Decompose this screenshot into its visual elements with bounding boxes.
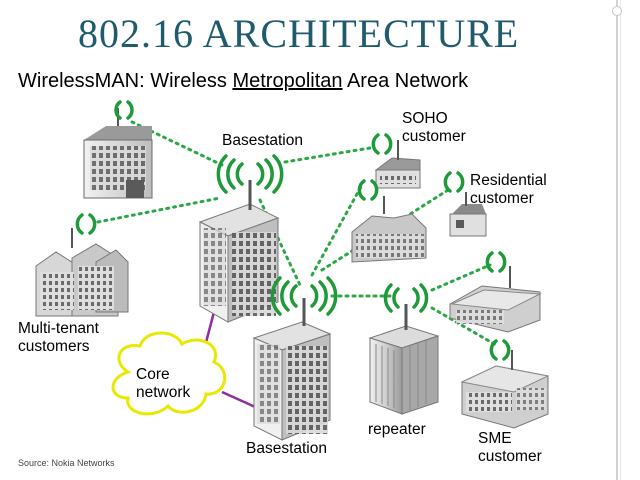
soho-label-line1: SOHO bbox=[402, 110, 448, 127]
signal-factory-icon bbox=[485, 251, 507, 273]
sme-building bbox=[460, 350, 550, 429]
soho-label-line2: customer bbox=[402, 128, 466, 145]
slide-border-right bbox=[616, 0, 618, 480]
link-multitenant-to-basestation bbox=[96, 196, 222, 224]
wireless-links bbox=[96, 120, 498, 347]
residential-label-line2: customer bbox=[470, 190, 534, 207]
slide-border-ornament bbox=[612, 6, 622, 16]
house-building bbox=[351, 196, 427, 263]
link-basestation-to-soho bbox=[283, 146, 372, 164]
core-network-label-line2: network bbox=[136, 384, 191, 401]
signal-residential-icon bbox=[443, 171, 465, 193]
sme-label-line2: customer bbox=[478, 448, 542, 465]
residential-house bbox=[449, 192, 487, 237]
signal-basestation-bottom-icon bbox=[270, 276, 338, 316]
factory-building bbox=[449, 266, 542, 333]
core-network-label-line1: Core bbox=[136, 366, 170, 383]
multitenant-label-line1: Multi-tenant bbox=[18, 320, 99, 337]
basestation-top-label: Basestation bbox=[222, 132, 303, 149]
subtitle-underlined-word: Metropolitan bbox=[232, 70, 343, 92]
link-bs2-to-house bbox=[310, 183, 364, 277]
slide-border-right-thin bbox=[620, 0, 621, 480]
signal-house-icon bbox=[357, 179, 379, 201]
multitenant-label-line2: customers bbox=[18, 338, 90, 355]
sme-label-line1: SME bbox=[478, 430, 512, 447]
repeater-label: repeater bbox=[368, 421, 426, 438]
signal-multitenant-icon bbox=[75, 213, 97, 235]
basestation-tower-top bbox=[198, 180, 280, 323]
residential-label-line1: Residential bbox=[470, 172, 547, 189]
signal-icons bbox=[75, 100, 511, 361]
signal-basestation-top-icon bbox=[216, 154, 284, 194]
signal-soho-icon bbox=[371, 133, 393, 155]
repeater-tower bbox=[368, 304, 440, 415]
basestation-tower-bottom bbox=[252, 298, 332, 441]
soho-building bbox=[374, 140, 421, 189]
source-note: Source: Nokia Networks bbox=[18, 458, 115, 468]
subtitle-text-2: Area Network bbox=[342, 70, 469, 92]
core-network-cloud bbox=[111, 331, 227, 416]
signal-sme-icon bbox=[489, 339, 511, 361]
subtitle-text-1: WirelessMAN: Wireless bbox=[18, 70, 233, 92]
signal-repeater-icon bbox=[383, 283, 429, 313]
signal-office-icon bbox=[114, 100, 134, 120]
multitenant-building bbox=[35, 228, 129, 317]
slide-title: 802.16 ARCHITECTURE bbox=[78, 11, 520, 56]
link-repeater-to-sme bbox=[430, 306, 498, 347]
diagram-subtitle: WirelessMAN: Wireless Metropolitan Area … bbox=[18, 70, 468, 93]
office-building bbox=[83, 108, 153, 199]
basestation-bottom-label: Basestation bbox=[246, 440, 327, 457]
